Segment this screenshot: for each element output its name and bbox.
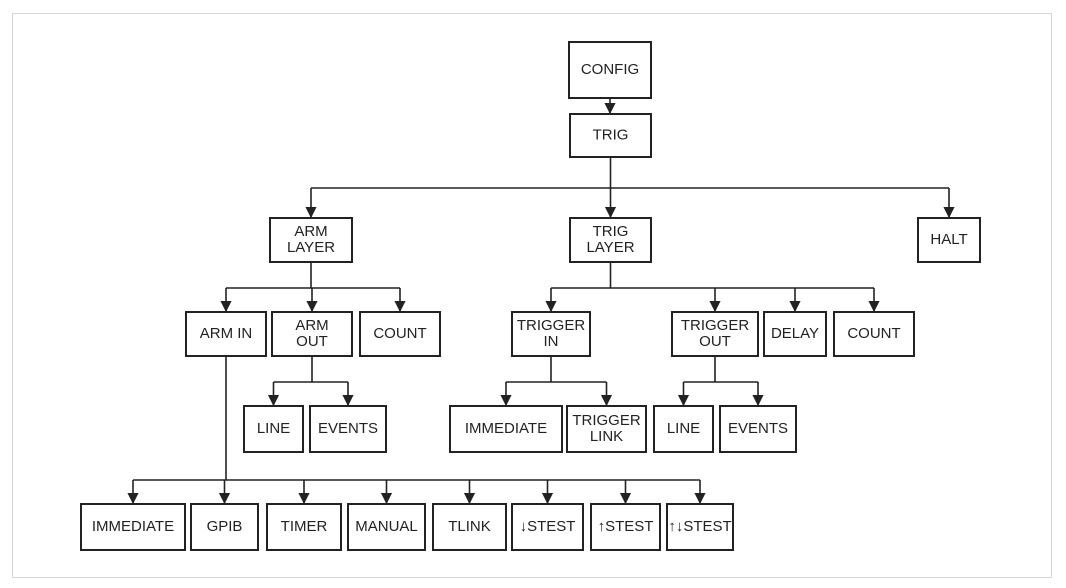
node-halt: HALT <box>917 217 981 263</box>
node-box <box>266 503 342 551</box>
node-box <box>309 405 387 453</box>
node-label: IMMEDIATE <box>92 518 174 535</box>
node-up-stest: ↑STEST <box>590 503 661 551</box>
node-manual: MANUAL <box>347 503 426 551</box>
node-trig-immediate: IMMEDIATE <box>449 405 563 453</box>
node-box <box>271 311 353 357</box>
node-label: TRIGGER <box>517 317 586 334</box>
node-updown-stest: ↑↓STEST <box>666 503 734 551</box>
node-label: ↑↓STEST <box>668 518 731 535</box>
node-timer: TIMER <box>266 503 342 551</box>
node-label: TRIG <box>593 223 629 240</box>
node-box <box>511 311 591 357</box>
node-label: GPIB <box>207 518 243 535</box>
node-delay: DELAY <box>763 311 827 357</box>
node-box <box>243 405 304 453</box>
node-label: LINE <box>667 420 700 437</box>
node-box <box>833 311 915 357</box>
node-label: TIMER <box>281 518 328 535</box>
node-label: ARM <box>294 223 327 240</box>
node-label: HALT <box>930 231 967 248</box>
node-label: ↓STEST <box>520 518 576 535</box>
node-box <box>719 405 797 453</box>
node-arm-count: COUNT <box>359 311 441 357</box>
node-box <box>449 405 563 453</box>
node-trig-count: COUNT <box>833 311 915 357</box>
node-label: DELAY <box>771 325 819 342</box>
node-box <box>269 217 353 263</box>
node-label: EVENTS <box>318 420 378 437</box>
node-label: OUT <box>296 333 328 350</box>
node-label: ↑STEST <box>598 518 654 535</box>
node-label: TRIGGER <box>681 317 750 334</box>
node-label: TRIGGER <box>572 412 641 429</box>
node-label: ARM IN <box>200 325 253 342</box>
node-box <box>671 311 759 357</box>
node-box <box>347 503 426 551</box>
node-label: OUT <box>699 333 731 350</box>
node-tlink: TLINK <box>432 503 507 551</box>
node-label: MANUAL <box>355 518 418 535</box>
node-label: LAYER <box>287 239 335 256</box>
node-box <box>511 503 584 551</box>
node-label: LINK <box>590 428 623 445</box>
node-label: COUNT <box>373 325 426 342</box>
node-trig-line: LINE <box>653 405 714 453</box>
node-box <box>190 503 259 551</box>
node-label: ARM <box>295 317 328 334</box>
node-box <box>917 217 981 263</box>
node-box <box>590 503 661 551</box>
node-label: TRIG <box>593 126 629 143</box>
node-box <box>566 405 647 453</box>
node-box <box>569 113 652 158</box>
node-trig: TRIG <box>569 113 652 158</box>
node-label: COUNT <box>847 325 900 342</box>
node-label: LAYER <box>586 239 634 256</box>
node-immediate: IMMEDIATE <box>80 503 186 551</box>
node-label: EVENTS <box>728 420 788 437</box>
node-box <box>432 503 507 551</box>
node-arm-in: ARM IN <box>185 311 267 357</box>
node-label: TLINK <box>448 518 491 535</box>
node-arm-line: LINE <box>243 405 304 453</box>
node-box <box>185 311 267 357</box>
node-box <box>568 41 652 99</box>
diagram-frame <box>12 13 1052 578</box>
node-label: LINE <box>257 420 290 437</box>
node-box <box>666 503 734 551</box>
node-box <box>80 503 186 551</box>
node-config: CONFIG <box>568 41 652 99</box>
node-box <box>359 311 441 357</box>
node-label: IMMEDIATE <box>465 420 547 437</box>
node-box <box>569 217 652 263</box>
node-down-stest: ↓STEST <box>511 503 584 551</box>
node-trig-events: EVENTS <box>719 405 797 453</box>
node-box <box>653 405 714 453</box>
node-arm-events: EVENTS <box>309 405 387 453</box>
node-label: IN <box>544 333 559 350</box>
node-label: CONFIG <box>581 61 639 78</box>
node-gpib: GPIB <box>190 503 259 551</box>
node-box <box>763 311 827 357</box>
